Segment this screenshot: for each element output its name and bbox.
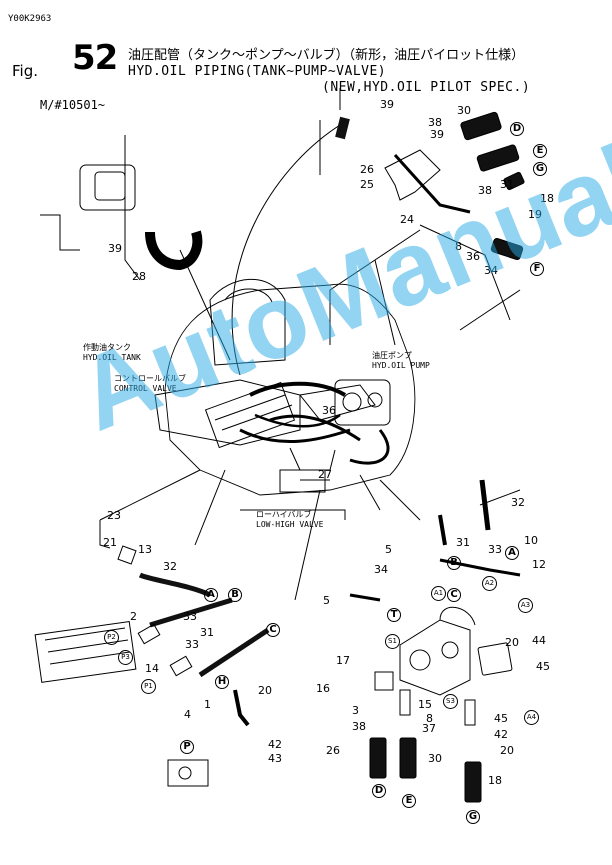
part-number: 16 xyxy=(316,682,330,695)
part-number: 20 xyxy=(500,744,514,757)
control-valve-label-jp: コントロールバルブ xyxy=(114,374,186,383)
part-number: 5 xyxy=(385,543,392,556)
title-english-line1: HYD.OIL PIPING(TANK~PUMP~VALVE) xyxy=(128,64,387,79)
part-number: 34 xyxy=(484,264,498,277)
part-number: 23 xyxy=(107,509,121,522)
part-number: 45 xyxy=(536,660,550,673)
port-a4: A4 xyxy=(524,710,539,725)
part-number: 28 xyxy=(132,270,146,283)
connector-p: P xyxy=(180,740,194,754)
part-number: 30 xyxy=(457,104,471,117)
hyd-oil-tank-label-jp: 作動油タンク xyxy=(83,343,131,352)
low-high-valve-label-jp: ローハイバルブ xyxy=(256,510,312,519)
document-id: Y00K2963 xyxy=(8,14,52,24)
part-number: 19 xyxy=(528,208,542,221)
part-number: 24 xyxy=(400,213,414,226)
hyd-oil-pump-label-en: HYD.OIL PUMP xyxy=(372,361,430,370)
part-number: 42 xyxy=(494,728,508,741)
part-number: 39 xyxy=(108,242,122,255)
part-number: 33 xyxy=(185,638,199,651)
connector-h: H xyxy=(215,675,229,689)
hyd-oil-tank-label-en: HYD.OIL TANK xyxy=(83,353,141,362)
part-number: 42 xyxy=(268,738,282,751)
part-number: 12 xyxy=(532,558,546,571)
connector-c-right: C xyxy=(447,588,461,602)
port-p1: P1 xyxy=(141,679,156,694)
part-number: 43 xyxy=(268,752,282,765)
connector-b-right: B xyxy=(447,556,461,570)
port-a1: A1 xyxy=(431,586,446,601)
port-p2: P2 xyxy=(104,630,119,645)
part-number: 39 xyxy=(380,98,394,111)
part-number: 31 xyxy=(500,178,514,191)
control-valve-label-en: CONTROL VALVE xyxy=(114,384,177,393)
part-number: 8 xyxy=(455,240,462,253)
part-number: 45 xyxy=(494,712,508,725)
part-number: 32 xyxy=(511,496,525,509)
part-number: 10 xyxy=(524,534,538,547)
part-number: 34 xyxy=(374,563,388,576)
connector-e: E xyxy=(533,144,547,158)
part-number: 38 xyxy=(352,720,366,733)
title-japanese: 油圧配管（タンク～ポンプ～バルブ）（新形，油圧パイロット仕様） xyxy=(128,48,525,63)
part-number: 15 xyxy=(418,698,432,711)
part-number: 27 xyxy=(318,468,332,481)
part-number: 18 xyxy=(488,774,502,787)
part-number: 26 xyxy=(360,163,374,176)
connector-g: G xyxy=(533,162,547,176)
part-number: 37 xyxy=(422,722,436,735)
part-number: 3 xyxy=(352,704,359,717)
part-number: 21 xyxy=(103,536,117,549)
part-number: 4 xyxy=(184,708,191,721)
part-number: 36 xyxy=(466,250,480,263)
part-number: 33 xyxy=(488,543,502,556)
part-number: 26 xyxy=(326,744,340,757)
part-number: 20 xyxy=(258,684,272,697)
part-number: 14 xyxy=(145,662,159,675)
connector-f: F xyxy=(530,262,544,276)
port-a2: A2 xyxy=(482,576,497,591)
figure-number: 52 xyxy=(72,38,118,78)
connector-t: T xyxy=(387,608,401,622)
connector-a-right: A xyxy=(505,546,519,560)
part-number: 32 xyxy=(163,560,177,573)
part-number: 2 xyxy=(130,610,137,623)
part-number: 20 xyxy=(505,636,519,649)
part-number: 31 xyxy=(456,536,470,549)
connector-d: D xyxy=(510,122,524,136)
port-p3: P3 xyxy=(118,650,133,665)
hyd-oil-pump-label-jp: 油圧ポンプ xyxy=(372,351,412,360)
low-high-valve-label-en: LOW-HIGH VALVE xyxy=(256,520,324,529)
title-english-line2: (NEW,HYD.OIL PILOT SPEC.) xyxy=(322,80,531,95)
part-number: 13 xyxy=(138,543,152,556)
port-a3: A3 xyxy=(518,598,533,613)
part-number: 38 xyxy=(428,116,442,129)
part-number: 17 xyxy=(336,654,350,667)
part-number: 38 xyxy=(478,184,492,197)
connector-e-bottom: E xyxy=(402,794,416,808)
serial-range: M/#10501~ xyxy=(40,98,106,112)
connector-g-bottom: G xyxy=(466,810,480,824)
connector-b: B xyxy=(228,588,242,602)
part-number: 25 xyxy=(360,178,374,191)
part-number: 31 xyxy=(200,626,214,639)
connector-c: C xyxy=(266,623,280,637)
part-number: 39 xyxy=(430,128,444,141)
port-s3: S3 xyxy=(443,694,458,709)
part-number: 44 xyxy=(532,634,546,647)
part-number: 33 xyxy=(183,610,197,623)
part-number: 8 xyxy=(426,712,433,725)
port-s1: S1 xyxy=(385,634,400,649)
part-number: 5 xyxy=(323,594,330,607)
part-number: 36 xyxy=(322,404,336,417)
part-number: 30 xyxy=(428,752,442,765)
figure-prefix: Fig. xyxy=(12,62,38,80)
connector-d-bottom: D xyxy=(372,784,386,798)
part-number: 1 xyxy=(204,698,211,711)
connector-a: A xyxy=(204,588,218,602)
part-number: 18 xyxy=(540,192,554,205)
